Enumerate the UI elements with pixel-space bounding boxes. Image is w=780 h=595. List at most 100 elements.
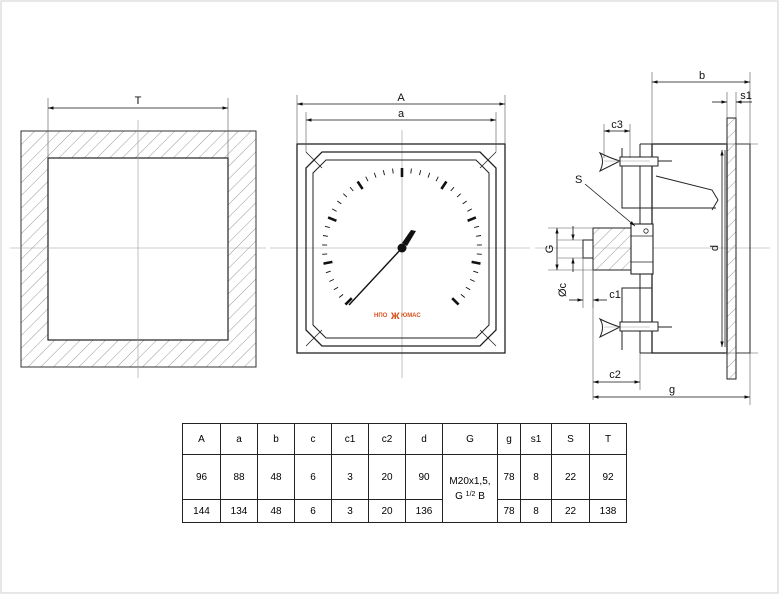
gauge-dial	[312, 159, 490, 339]
table-cell: 92	[589, 454, 627, 500]
minor-tick	[338, 294, 344, 298]
table-cell: 78	[497, 499, 521, 523]
table-cell: 88	[220, 454, 258, 500]
table-cell: 48	[257, 454, 295, 500]
minor-tick	[349, 186, 354, 192]
dimensions-table: A a b c c1 c2 d G g s1 S T 96 88 48 6 3 …	[182, 423, 627, 523]
table-row: 96 88 48 6 3 20 90 M20x1,5, G 1/2 B 78 8…	[182, 454, 627, 523]
svg-text:НПО: НПО	[374, 313, 388, 319]
minor-tick	[342, 193, 348, 198]
minor-tick	[427, 172, 431, 178]
lower-clamp	[598, 287, 672, 350]
dim-a-label: a	[398, 108, 405, 120]
gauge-pointer	[348, 247, 403, 306]
minor-tick	[337, 200, 342, 205]
minor-tick	[465, 286, 471, 291]
table-header-cell: d	[405, 423, 443, 455]
minor-tick	[419, 170, 422, 176]
minor-tick	[382, 170, 385, 176]
minor-tick	[365, 176, 369, 182]
dim-c3-label: c3	[611, 119, 623, 131]
table-header-cell: S	[551, 423, 590, 455]
dim-b-label: b	[699, 70, 705, 82]
minor-tick	[324, 225, 330, 229]
table-cell: 136	[405, 499, 443, 523]
table-cell: 138	[589, 499, 627, 523]
minor-tick	[322, 235, 328, 237]
dim-oc-label: Øc	[557, 282, 569, 297]
table-cell: 78	[497, 454, 521, 500]
table-header-cell: c1	[331, 423, 369, 455]
table-header-cell: a	[220, 423, 258, 455]
dim-A-label: A	[397, 92, 405, 104]
table-header-cell: g	[497, 423, 521, 455]
minor-tick	[460, 294, 466, 298]
major-tick	[471, 260, 481, 265]
hatched-panel	[21, 131, 256, 367]
side-view: b s1 c3 S G Øc c1 d	[535, 70, 770, 405]
minor-tick	[474, 225, 480, 229]
dim-c1-label: c1	[609, 289, 621, 301]
table-header-cell: s1	[520, 423, 552, 455]
dim-c2-label: c2	[609, 369, 621, 381]
dim-G-label: G	[544, 245, 556, 254]
svg-text:ЮМАС: ЮМАС	[401, 313, 421, 319]
table-cell: 134	[220, 499, 258, 523]
process-connection	[582, 223, 654, 275]
minor-tick	[392, 168, 394, 174]
major-tick	[440, 180, 448, 190]
table-cell: 20	[368, 454, 406, 500]
minor-tick	[373, 172, 377, 178]
minor-tick	[435, 176, 439, 182]
major-tick	[467, 216, 477, 223]
thread-line-1: M20x1,5,	[449, 475, 491, 487]
minor-tick	[456, 193, 462, 198]
table-cell: 3	[331, 499, 369, 523]
minor-tick	[473, 270, 479, 274]
table-header-cell: G	[442, 423, 498, 455]
table-cell: 90	[405, 454, 443, 500]
front-view: НПО ЮМАС ж A a	[270, 92, 530, 378]
minor-tick	[476, 235, 482, 237]
table-cell: 8	[520, 499, 552, 523]
mounting-flange	[726, 117, 737, 380]
upper-clamp	[598, 148, 719, 211]
major-tick	[344, 297, 353, 306]
minor-tick	[410, 168, 412, 174]
pointer-hub	[397, 243, 407, 253]
minor-tick	[462, 200, 467, 205]
table-header-cell: b	[257, 423, 295, 455]
table-cell: 6	[294, 499, 332, 523]
pointer-tail	[402, 230, 416, 246]
table-cell: 3	[331, 454, 369, 500]
dial-scale	[322, 168, 482, 306]
minor-tick	[469, 278, 475, 282]
dim-s1-label: s1	[740, 90, 752, 102]
table-cell: 8	[520, 454, 552, 500]
minor-tick	[333, 286, 339, 291]
table-header-cell: c	[294, 423, 332, 455]
table-header-cell: A	[182, 423, 221, 455]
svg-text:ж: ж	[390, 308, 400, 322]
major-tick	[356, 180, 364, 190]
table-row: 144 134 48 6 3 20 136 78 8 22 138	[182, 499, 627, 523]
table-cell-thread: M20x1,5, G 1/2 B	[442, 454, 498, 523]
table-cell: 96	[182, 454, 221, 500]
brand-logo: НПО ЮМАС ж	[374, 308, 421, 322]
table-cell: 22	[551, 454, 590, 500]
table-cell: 22	[551, 499, 590, 523]
panel-cutout-view: T	[10, 95, 266, 378]
minor-tick	[450, 186, 455, 192]
table-header-row: A a b c c1 c2 d G g s1 S T	[182, 423, 627, 455]
major-tick	[451, 297, 460, 306]
minor-tick	[325, 270, 331, 274]
dim-S-label: S	[575, 174, 582, 186]
table-header-cell: c2	[368, 423, 406, 455]
gauge-bezel	[305, 151, 497, 347]
dim-d-label: d	[709, 245, 721, 251]
dim-g-label: g	[669, 384, 675, 396]
table-cell: 48	[257, 499, 295, 523]
table-header-cell: T	[589, 423, 627, 455]
